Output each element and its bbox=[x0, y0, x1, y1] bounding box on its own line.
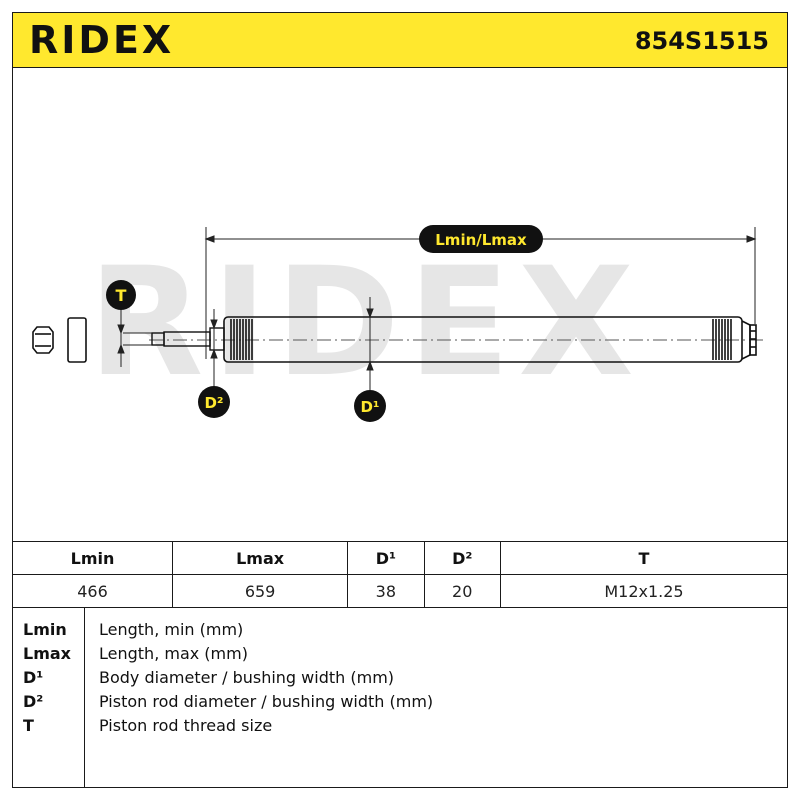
value-lmin: 466 bbox=[11, 574, 174, 608]
col-header-lmax: Lmax bbox=[172, 541, 349, 575]
header-bar: RIDEX 854S1515 bbox=[12, 12, 788, 68]
watermark-logo: RIDEX bbox=[88, 236, 642, 410]
body-diameter-dimension bbox=[366, 297, 374, 389]
bushing-part bbox=[67, 317, 87, 363]
legend-desc: Piston rod diameter / bushing width (mm) bbox=[99, 692, 434, 711]
thread-callout: T bbox=[106, 280, 136, 311]
value-lmax: 659 bbox=[172, 574, 349, 608]
col-header-t: T bbox=[499, 541, 789, 575]
value-t: M12x1.25 bbox=[499, 574, 789, 608]
legend-panel: Lmin Length, min (mm) Lmax Length, max (… bbox=[12, 607, 788, 788]
legend-key: Lmax bbox=[23, 644, 71, 663]
rod-diameter-callout: D² bbox=[198, 384, 230, 418]
legend-key: D¹ bbox=[23, 668, 44, 687]
legend-desc: Length, max (mm) bbox=[99, 644, 248, 663]
legend-desc: Piston rod thread size bbox=[99, 716, 273, 735]
rod-diameter-dimension bbox=[210, 309, 218, 384]
length-callout-label: Lmin/Lmax bbox=[435, 231, 527, 249]
length-callout: Lmin/Lmax bbox=[419, 225, 543, 253]
legend-key: Lmin bbox=[23, 620, 67, 639]
legend-key: D² bbox=[23, 692, 44, 711]
specs-header-row: Lmin Lmax D¹ D² T bbox=[11, 541, 789, 575]
shock-absorber-drawing: RIDEX Lmin/Lmax bbox=[32, 225, 763, 422]
thread-dimension bbox=[117, 311, 152, 367]
legend-divider bbox=[84, 607, 85, 787]
brand-logo: RIDEX bbox=[29, 18, 175, 62]
col-header-d2: D² bbox=[423, 541, 501, 575]
specs-value-row: 466 659 38 20 M12x1.25 bbox=[11, 574, 789, 608]
body-diameter-callout: D¹ bbox=[354, 389, 386, 422]
thread-callout-label: T bbox=[116, 286, 127, 305]
body-diameter-callout-label: D¹ bbox=[360, 398, 379, 416]
body-tube bbox=[223, 316, 757, 363]
nut-part bbox=[32, 326, 54, 354]
part-number: 854S1515 bbox=[634, 27, 769, 55]
rod-diameter-callout-label: D² bbox=[204, 394, 223, 412]
value-d2: 20 bbox=[423, 574, 501, 608]
specs-table: Lmin Lmax D¹ D² T 466 659 38 20 M12x1.25 bbox=[11, 541, 789, 608]
legend-desc: Body diameter / bushing width (mm) bbox=[99, 668, 395, 687]
value-d1: 38 bbox=[347, 574, 425, 608]
legend-key: T bbox=[23, 716, 34, 735]
col-header-d1: D¹ bbox=[347, 541, 425, 575]
legend-desc: Length, min (mm) bbox=[99, 620, 244, 639]
col-header-lmin: Lmin bbox=[11, 541, 174, 575]
